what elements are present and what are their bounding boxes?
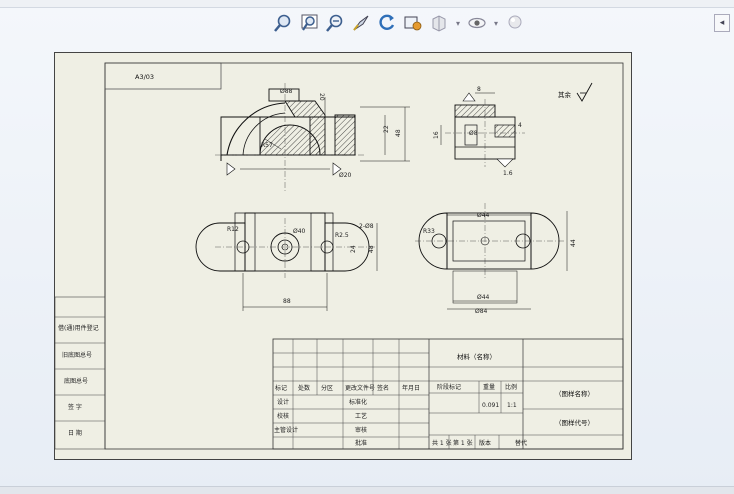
drawing-name-label: （图样名称） bbox=[555, 389, 594, 398]
dim-right-4: 44 bbox=[570, 239, 577, 247]
view-toolbar: ▾ ▾ bbox=[272, 10, 526, 36]
dim-top-2: 2-Ø8 bbox=[359, 223, 374, 230]
hide-show-dropdown[interactable]: ▾ bbox=[493, 18, 498, 28]
row-header-3: 更改文件号 bbox=[345, 384, 375, 392]
dim-top-0: Ø40 bbox=[293, 228, 306, 235]
rotate-button[interactable] bbox=[376, 12, 398, 34]
title-block: 材料（名称） 标记 处数 分区 更改文件号 签名 年月日 阶段标记 重量 比例 … bbox=[272, 338, 624, 450]
dim-top-1: R2.5 bbox=[335, 232, 349, 239]
stage-header-2: 比例 bbox=[505, 383, 517, 391]
dim-side-4: 1.6 bbox=[503, 170, 513, 177]
dim-side-0: 8 bbox=[477, 86, 481, 93]
dim-right-2: Ø44 bbox=[477, 294, 490, 301]
dim-side-1: Ø8 bbox=[469, 130, 478, 137]
dim-front-1: R57 bbox=[261, 142, 273, 149]
role2-2: 审核 bbox=[355, 426, 367, 434]
rotate-icon bbox=[379, 14, 395, 30]
view-orientation-button[interactable] bbox=[402, 12, 424, 34]
hide-show-icon bbox=[468, 17, 486, 29]
drawing-canvas: A3/03 其余 Ø88 R57 20 22 48 Ø20 bbox=[55, 62, 624, 450]
window-top-border bbox=[0, 0, 734, 8]
role2-3: 批准 bbox=[355, 439, 367, 447]
dim-top-3: R12 bbox=[227, 226, 239, 233]
zoom-to-area-icon bbox=[301, 14, 318, 31]
dim-front-3: 22 bbox=[383, 125, 390, 133]
sheet-info-0: 共 1 张 bbox=[432, 439, 452, 447]
top-view: Ø40 R2.5 2-Ø8 R12 24 48 88 bbox=[195, 212, 378, 311]
stage-header-1: 重量 bbox=[483, 383, 495, 391]
role-0: 设计 bbox=[277, 398, 289, 406]
stage-header-0: 阶段标记 bbox=[437, 383, 461, 391]
right-view: Ø44 R33 Ø44 Ø84 44 bbox=[415, 203, 577, 315]
left-col-0: 借(通)用件登记 bbox=[58, 324, 99, 332]
zoom-in-out-button[interactable] bbox=[324, 12, 346, 34]
drawing-sheet[interactable]: A3/03 其余 Ø88 R57 20 22 48 Ø20 bbox=[54, 52, 632, 460]
dim-top-6: 88 bbox=[283, 298, 291, 305]
dim-front-5: Ø20 bbox=[339, 172, 352, 179]
role-1: 校核 bbox=[277, 412, 289, 420]
sheet-info-1: 第 1 张 bbox=[453, 439, 473, 447]
sheet-info-2: 版本 bbox=[479, 439, 491, 447]
dim-top-4: 24 bbox=[350, 245, 357, 253]
material-label: 材料（名称） bbox=[457, 352, 496, 361]
roughness-symbol bbox=[576, 82, 593, 102]
weight-value: 0.091 bbox=[482, 402, 499, 409]
dim-right-1: R33 bbox=[423, 228, 435, 235]
task-pane-toggle[interactable]: ◂ bbox=[714, 14, 730, 32]
appearance-button[interactable] bbox=[504, 12, 526, 34]
row-header-5: 年月日 bbox=[402, 384, 420, 392]
role-2: 主管设计 bbox=[274, 426, 298, 434]
row-header-4: 签名 bbox=[377, 384, 389, 392]
left-col-2: 底图总号 bbox=[64, 377, 88, 385]
sheet-info-3: 替代 bbox=[515, 439, 527, 447]
dim-side-3: 4 bbox=[518, 122, 522, 129]
dim-top-5: 48 bbox=[368, 245, 375, 253]
select-button[interactable] bbox=[350, 12, 372, 34]
role2-0: 标准化 bbox=[349, 398, 367, 406]
dim-front-4: 48 bbox=[395, 129, 402, 137]
select-icon bbox=[353, 15, 369, 31]
zoom-to-fit-button[interactable] bbox=[272, 12, 294, 34]
view-orientation-icon bbox=[404, 16, 422, 31]
roughness-label: 其余 bbox=[558, 90, 572, 99]
row-header-1: 处数 bbox=[298, 384, 310, 392]
dim-right-0: Ø44 bbox=[477, 212, 490, 219]
left-col-4: 日 期 bbox=[68, 429, 82, 437]
row-header-2: 分区 bbox=[321, 384, 333, 392]
row-header-0: 标记 bbox=[275, 384, 287, 392]
zoom-to-fit-icon bbox=[274, 14, 291, 32]
display-style-dropdown[interactable]: ▾ bbox=[455, 18, 460, 28]
left-column-table: 借(通)用件登记 旧底图总号 底图总号 签 字 日 期 bbox=[55, 296, 106, 450]
dim-front-2: 20 bbox=[318, 93, 325, 101]
left-col-1: 旧底图总号 bbox=[62, 351, 92, 359]
dim-side-2: 16 bbox=[433, 131, 440, 139]
status-bar bbox=[0, 486, 734, 494]
display-style-button[interactable] bbox=[428, 12, 450, 34]
header-box-text: A3/03 bbox=[135, 73, 154, 81]
side-view: 8 Ø8 16 4 1.6 bbox=[433, 86, 525, 177]
zoom-to-area-button[interactable] bbox=[298, 12, 320, 34]
role2-1: 工艺 bbox=[355, 412, 367, 420]
scale-value: 1:1 bbox=[507, 402, 517, 409]
dim-front-0: Ø88 bbox=[280, 88, 293, 95]
front-view: Ø88 R57 20 22 48 Ø20 bbox=[215, 83, 410, 193]
appearance-icon bbox=[508, 15, 522, 29]
hide-show-button[interactable] bbox=[466, 12, 488, 34]
zoom-in-out-icon bbox=[326, 14, 343, 32]
display-style-icon bbox=[432, 15, 446, 32]
drawing-code-label: （图样代号） bbox=[555, 418, 594, 427]
header-box bbox=[104, 62, 222, 90]
dim-right-3: Ø84 bbox=[475, 308, 488, 315]
left-col-3: 签 字 bbox=[68, 403, 82, 411]
